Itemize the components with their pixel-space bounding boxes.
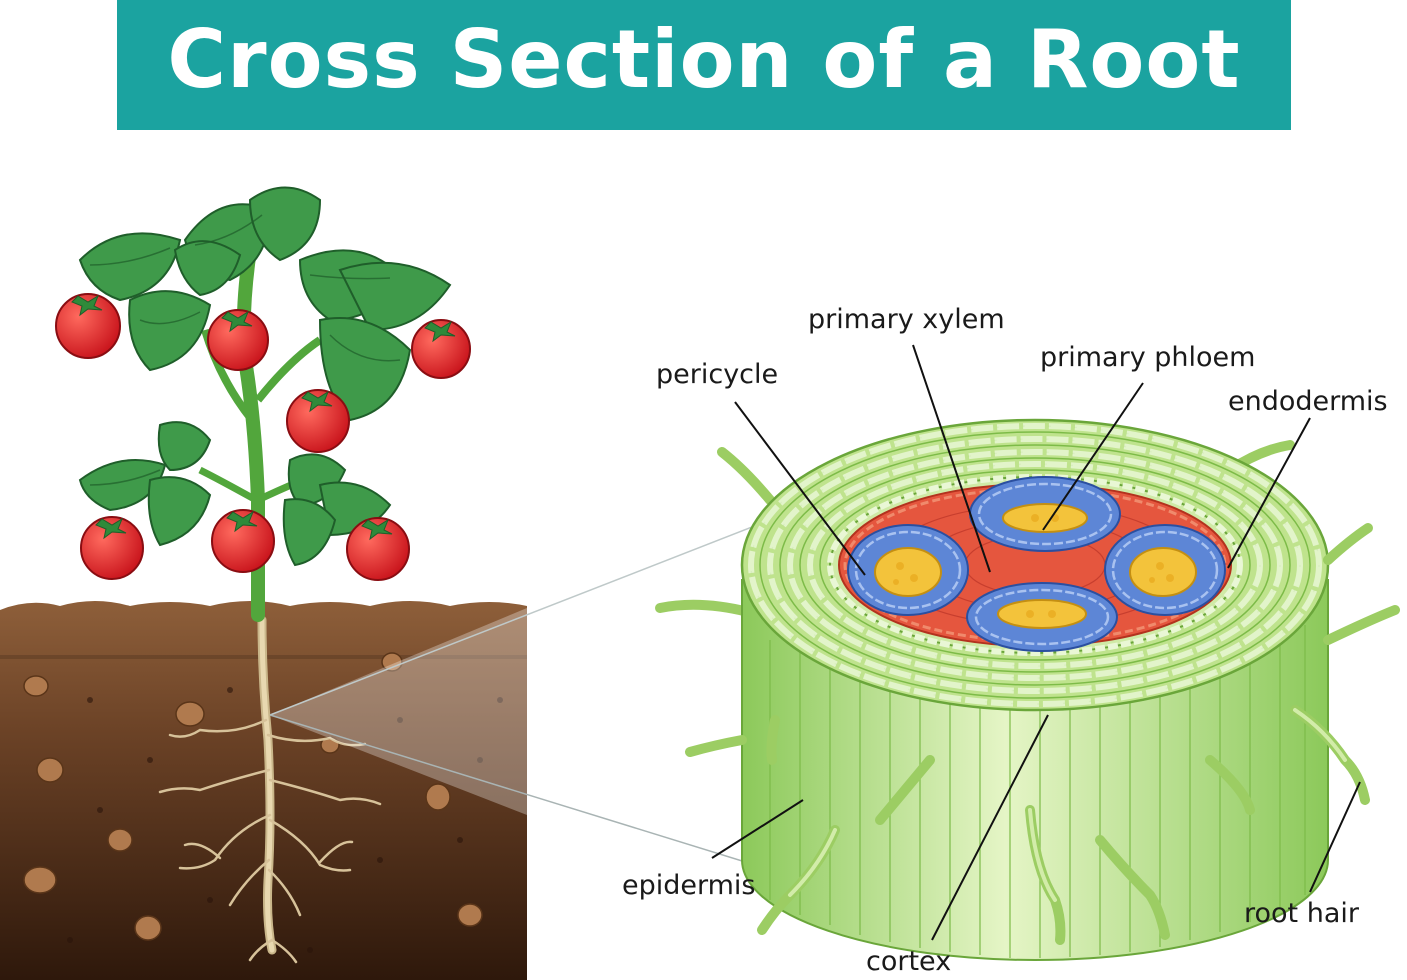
- label-cortex: cortex: [866, 946, 951, 977]
- label-epidermis: epidermis: [622, 870, 756, 901]
- tomato-plant: [55, 186, 471, 622]
- root-cross-section: [655, 418, 1400, 961]
- zoom-indicator: [269, 519, 811, 883]
- title-banner: Cross Section of a Root: [117, 0, 1291, 130]
- soil-block: [0, 601, 527, 980]
- label-primary-xylem: primary xylem: [808, 304, 1005, 335]
- vascular-bundles: [847, 476, 1226, 652]
- label-endodermis: endodermis: [1228, 386, 1388, 417]
- label-root-hair: root hair: [1244, 898, 1360, 929]
- leader-lines: [711, 344, 1361, 941]
- label-pericycle: pericycle: [656, 359, 778, 390]
- xylem-cores: [874, 503, 1197, 629]
- page-title: Cross Section of a Root: [167, 13, 1241, 106]
- tomato-fruits: [55, 293, 471, 581]
- label-primary-phloem: primary phloem: [1040, 342, 1255, 373]
- diagram-labels: primary xylem primary phloem pericycle e…: [622, 304, 1388, 977]
- plant-roots: [158, 615, 382, 964]
